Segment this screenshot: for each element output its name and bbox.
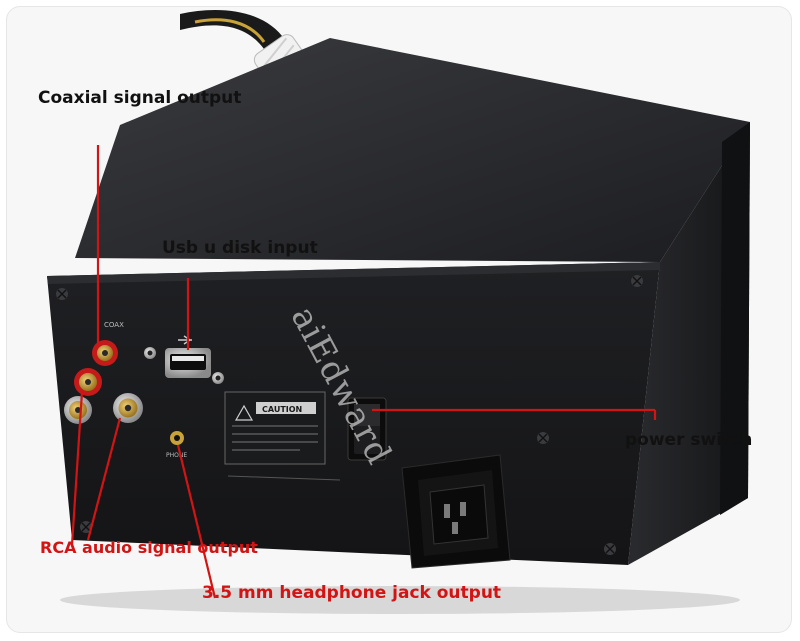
annotation-leader-lines [70,145,657,599]
rca-leader-left [70,391,84,546]
caution-label [224,391,326,465]
panel-fine-print [227,475,341,481]
power-switch-annotation: power switch [625,430,753,450]
phone-panel-label: PHONE [166,452,187,459]
coax-panel-label: COAX [104,321,124,329]
usb-icon [178,335,192,345]
panel-top-edge [47,262,660,284]
floor-shadow [60,586,740,614]
usb-annotation: Usb u disk input [162,238,318,258]
side-trim [720,122,750,515]
rca-jack-group [64,340,156,424]
headphone-leader [176,444,217,599]
caution-title-text: CAUTION [262,405,302,414]
warning-icon [234,404,254,421]
rca-leader-right [86,417,122,541]
rca-annotation: RCA audio signal output [40,538,258,557]
headphone-annotation: 3.5 mm headphone jack output [202,583,502,603]
usb-port [165,335,224,384]
panel-screws [56,275,643,555]
coaxial-annotation: Coaxial signal output [38,88,242,108]
iec-power-socket [401,454,511,569]
headphone-jack [170,431,184,445]
device-top-surface [75,38,750,262]
device-right-side [628,122,750,565]
